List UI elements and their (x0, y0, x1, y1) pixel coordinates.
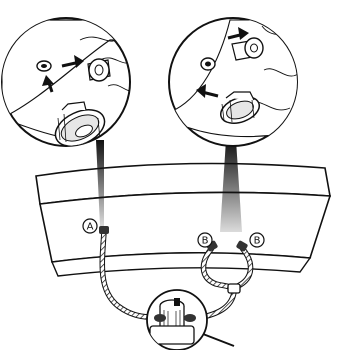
port-label-b-left-text: B (202, 236, 209, 247)
port-label-a: A (83, 219, 97, 233)
beam-b (220, 140, 242, 232)
detail-circle-left (2, 18, 140, 153)
detail-circle-right (169, 18, 300, 146)
port-label-b-right: B (250, 233, 264, 247)
pool-wall (36, 164, 330, 277)
power-cord (203, 334, 234, 346)
port-label-b-right-text: B (254, 236, 261, 247)
port-label-a-text: A (87, 222, 94, 233)
port-label-b-left: B (198, 233, 212, 247)
port-a-connector (99, 226, 109, 234)
pump-icon (147, 290, 234, 350)
plug-icon (88, 59, 110, 81)
hose-junction (228, 284, 240, 293)
